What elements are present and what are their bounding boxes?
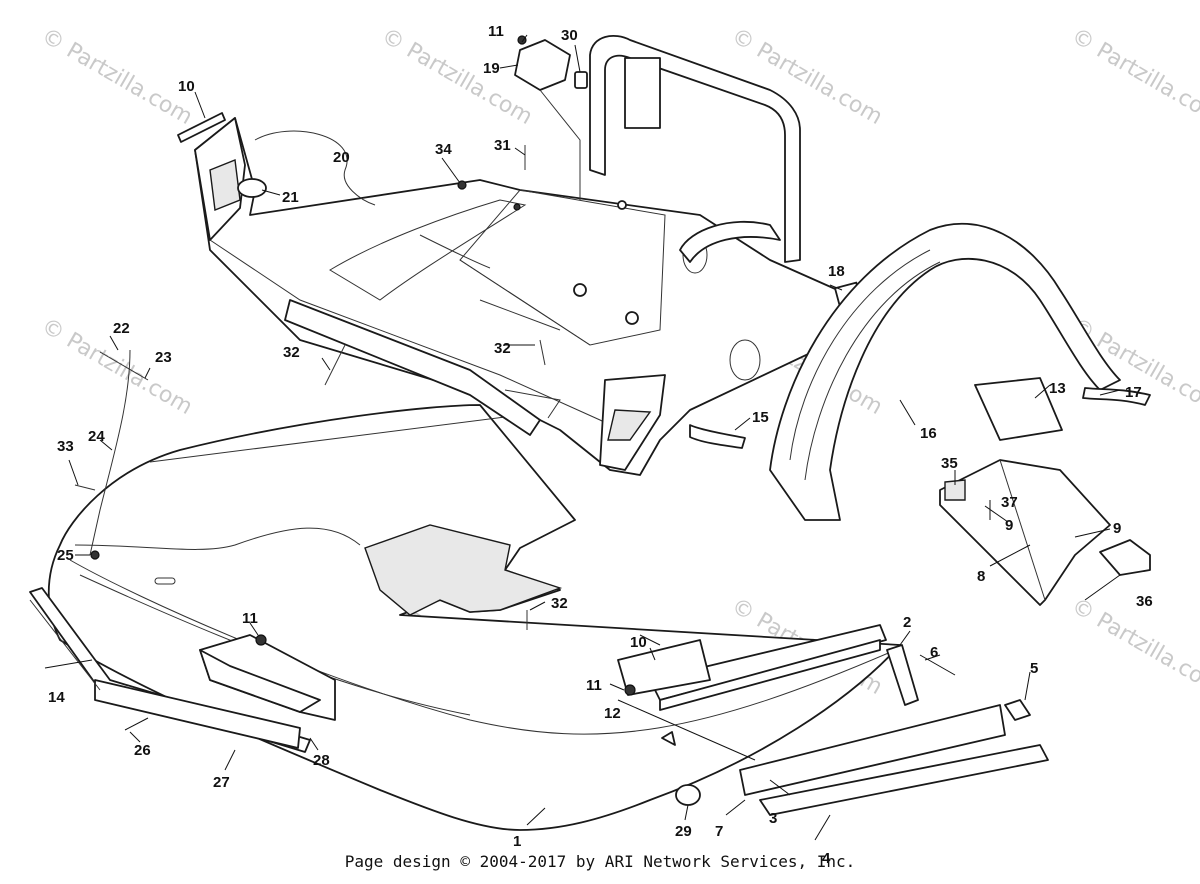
- callout-37: 37: [1001, 494, 1018, 511]
- callout-11b: 11: [242, 610, 258, 627]
- callout-32a: 32: [283, 344, 300, 361]
- callout-4: 4: [822, 850, 831, 867]
- tunnel-fender: [769, 222, 1121, 521]
- callout-29: 29: [675, 823, 692, 840]
- watermark: © Partzilla.com: [37, 24, 197, 131]
- callout-15: 15: [752, 409, 769, 426]
- callout-32b: 32: [494, 340, 511, 357]
- watermark: © Partzilla.com: [1067, 24, 1200, 131]
- watermark: © Partzilla.com: [727, 24, 887, 131]
- nose-bumper: [29, 587, 311, 753]
- callout-27: 27: [213, 774, 230, 791]
- callout-5: 5: [1030, 660, 1038, 677]
- footer-copyright: Page design © 2004-2017 by ARI Network S…: [344, 852, 856, 871]
- callout-leaders: [68, 34, 1121, 841]
- callout-30: 30: [561, 27, 578, 44]
- callout-11a: 11: [488, 23, 504, 40]
- callout-17: 17: [1125, 384, 1142, 401]
- small-parts: [74, 35, 1151, 806]
- callout-20: 20: [333, 149, 350, 166]
- callout-3: 3: [769, 810, 777, 827]
- callout-labels: 1 2 3 4 5 6 7 8 9 9 10 10 11 11 11 12 13…: [48, 23, 1153, 867]
- callout-22: 22: [113, 320, 130, 337]
- callout-13: 13: [1049, 380, 1066, 397]
- callout-25: 25: [57, 547, 74, 564]
- callout-14: 14: [48, 689, 65, 706]
- tunnel-bracket: [939, 377, 1151, 606]
- callout-36: 36: [1136, 593, 1153, 610]
- callout-35: 35: [941, 455, 958, 472]
- callout-19: 19: [483, 60, 500, 77]
- callout-11c: 11: [586, 677, 602, 694]
- callout-24: 24: [88, 428, 105, 445]
- callout-28: 28: [313, 752, 330, 769]
- watermark: © Partzilla.com: [1067, 594, 1200, 701]
- callout-12: 12: [604, 705, 621, 722]
- callout-26: 26: [134, 742, 151, 759]
- callout-10a: 10: [178, 78, 195, 95]
- callout-23: 23: [155, 349, 172, 366]
- callout-6: 6: [930, 644, 938, 661]
- watermark: © Partzilla.com: [377, 24, 537, 131]
- callout-31: 31: [494, 137, 511, 154]
- callout-2: 2: [903, 614, 911, 631]
- chassis-frame: [194, 117, 881, 476]
- side-strips: [617, 624, 1049, 816]
- callout-32c: 32: [551, 595, 568, 612]
- callout-18: 18: [828, 263, 845, 280]
- callout-1: 1: [513, 833, 521, 850]
- callout-33: 33: [57, 438, 74, 455]
- callout-8: 8: [977, 568, 985, 585]
- grab-bar: [589, 35, 801, 263]
- callout-9a: 9: [1005, 517, 1013, 534]
- hinge-bracket: [199, 634, 336, 721]
- callout-10b: 10: [630, 634, 647, 651]
- callout-16: 16: [920, 425, 937, 442]
- callout-21: 21: [282, 189, 299, 206]
- callout-7: 7: [715, 823, 723, 840]
- callout-34: 34: [435, 141, 452, 158]
- callout-9b: 9: [1113, 520, 1121, 537]
